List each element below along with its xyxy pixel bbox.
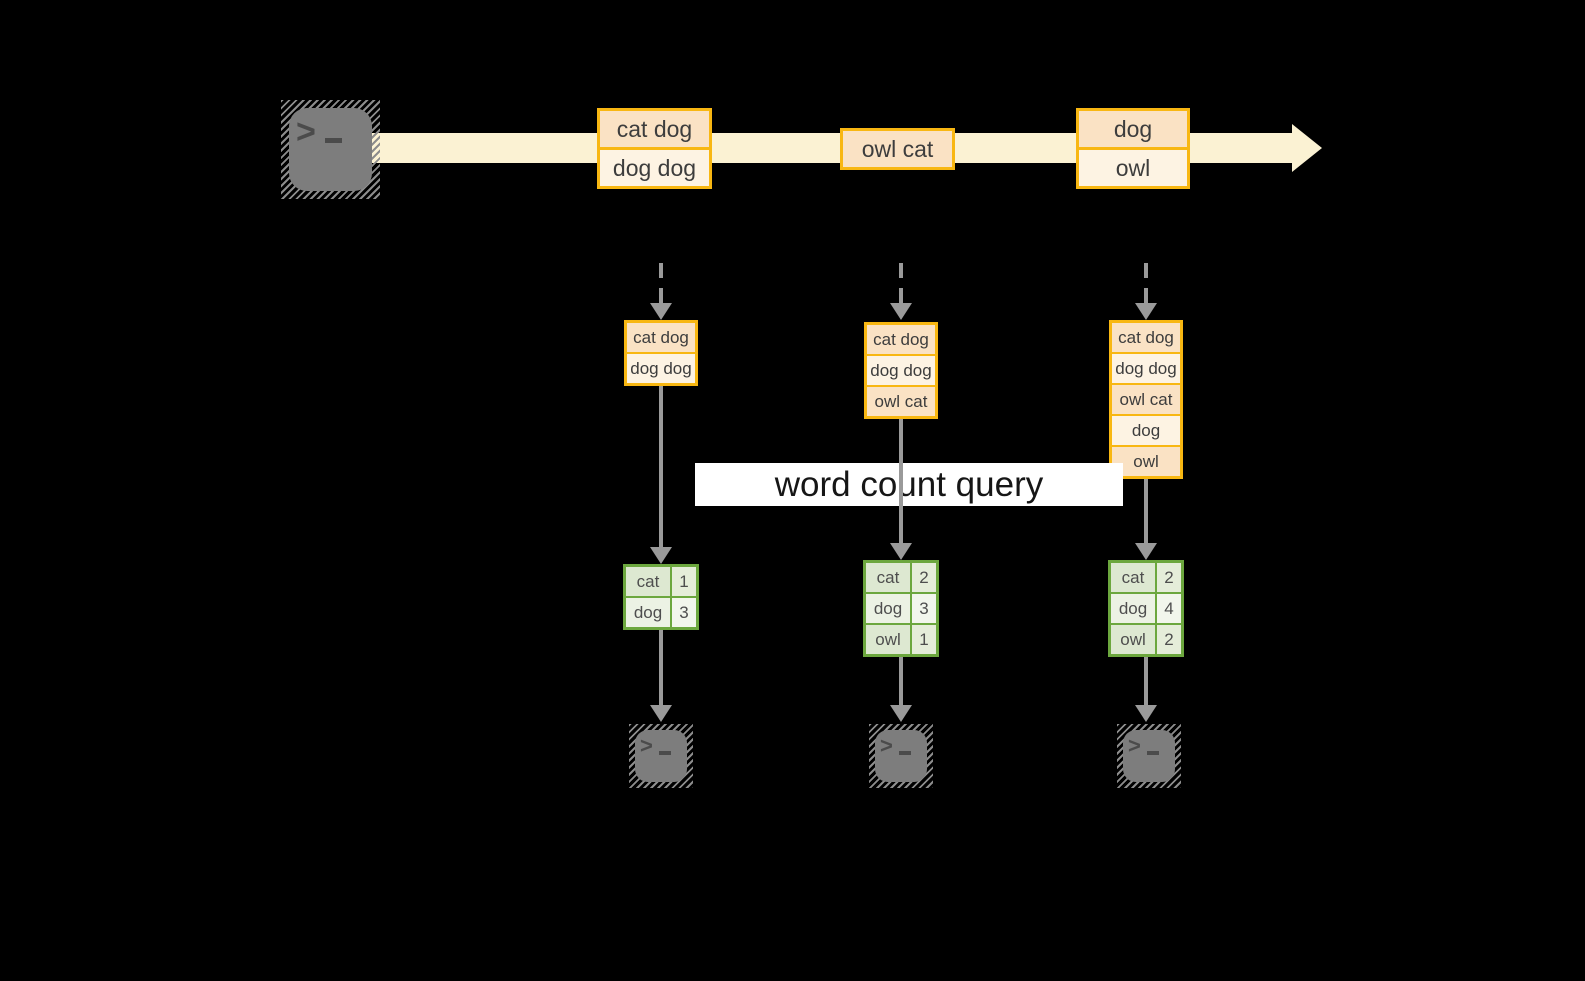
- output-arrow-line: [1144, 657, 1148, 706]
- input-record: owl: [1112, 447, 1180, 476]
- table-word-cell: owl: [866, 625, 910, 654]
- output-arrow-line: [659, 630, 663, 706]
- terminal-screen: [1123, 730, 1175, 782]
- ingest-arrow-line: [899, 263, 903, 303]
- table-count-cell: 3: [672, 598, 696, 627]
- ingest-arrow-line: [1144, 263, 1148, 303]
- terminal-screen: [289, 108, 372, 191]
- input-record: dog dog: [867, 356, 935, 385]
- terminal-prompt-chevron-icon: >: [296, 113, 316, 151]
- input-record: owl cat: [1112, 385, 1180, 414]
- input-record: dog: [1112, 416, 1180, 445]
- table-count-cell: 4: [1157, 594, 1181, 623]
- query-arrow-line: [899, 419, 903, 543]
- sink-terminal-icon: >: [1117, 724, 1181, 788]
- terminal-prompt-chevron-icon: >: [880, 733, 893, 758]
- table-word-cell: dog: [626, 598, 670, 627]
- terminal-prompt-underscore-icon: [659, 751, 671, 755]
- stream-batch-2: owl cat: [840, 128, 955, 170]
- query-label: word count query: [774, 464, 1044, 504]
- input-stack-1: cat dog dog dog: [624, 320, 698, 386]
- terminal-prompt-chevron-icon: >: [640, 733, 653, 758]
- query-arrow-line: [1144, 479, 1148, 543]
- table-word-cell: cat: [626, 567, 670, 596]
- table-count-cell: 1: [672, 567, 696, 596]
- terminal-screen: [875, 730, 927, 782]
- input-record: owl cat: [867, 387, 935, 416]
- table-word-cell: cat: [866, 563, 910, 592]
- input-record: dog dog: [627, 354, 695, 383]
- output-arrow-line: [899, 657, 903, 706]
- ingest-arrow-line: [659, 263, 663, 303]
- terminal-prompt-underscore-icon: [325, 138, 342, 143]
- output-arrowhead-icon: [890, 705, 912, 722]
- stream-batch-1: cat dog dog dog: [597, 108, 712, 189]
- input-record: cat dog: [1112, 323, 1180, 352]
- terminal-prompt-underscore-icon: [899, 751, 911, 755]
- query-arrowhead-icon: [650, 547, 672, 564]
- terminal-prompt-chevron-icon: >: [1128, 733, 1141, 758]
- input-stack-2: cat dog dog dog owl cat: [864, 322, 938, 419]
- table-word-cell: dog: [1111, 594, 1155, 623]
- stream-arrowhead-icon: [1292, 124, 1322, 172]
- count-table-3: cat 2 dog 4 owl 2: [1108, 560, 1184, 657]
- ingest-arrowhead-icon: [890, 303, 912, 320]
- stream-record: cat dog: [600, 111, 709, 147]
- table-count-cell: 2: [1157, 625, 1181, 654]
- count-table-1: cat 1 dog 3: [623, 564, 699, 630]
- query-arrowhead-icon: [1135, 543, 1157, 560]
- count-table-2: cat 2 dog 3 owl 1: [863, 560, 939, 657]
- query-arrow-line: [659, 386, 663, 547]
- input-stack-3: cat dog dog dog owl cat dog owl: [1109, 320, 1183, 479]
- table-count-cell: 2: [1157, 563, 1181, 592]
- table-count-cell: 1: [912, 625, 936, 654]
- output-arrowhead-icon: [1135, 705, 1157, 722]
- ingest-arrowhead-icon: [650, 303, 672, 320]
- table-count-cell: 2: [912, 563, 936, 592]
- sink-terminal-icon: >: [629, 724, 693, 788]
- source-terminal-icon: >: [281, 100, 380, 199]
- input-record: cat dog: [867, 325, 935, 354]
- stream-record: owl: [1079, 150, 1187, 186]
- table-count-cell: 3: [912, 594, 936, 623]
- terminal-prompt-underscore-icon: [1147, 751, 1159, 755]
- stream-record: dog dog: [600, 150, 709, 186]
- query-arrowhead-icon: [890, 543, 912, 560]
- sink-terminal-icon: >: [869, 724, 933, 788]
- stream-record: dog: [1079, 111, 1187, 147]
- stream-record: owl cat: [843, 131, 952, 167]
- output-arrowhead-icon: [650, 705, 672, 722]
- input-record: cat dog: [627, 323, 695, 352]
- table-word-cell: dog: [866, 594, 910, 623]
- terminal-screen: [635, 730, 687, 782]
- ingest-arrowhead-icon: [1135, 303, 1157, 320]
- query-label-band: word count query: [695, 463, 1123, 506]
- table-word-cell: cat: [1111, 563, 1155, 592]
- input-record: dog dog: [1112, 354, 1180, 383]
- table-word-cell: owl: [1111, 625, 1155, 654]
- stream-batch-3: dog owl: [1076, 108, 1190, 189]
